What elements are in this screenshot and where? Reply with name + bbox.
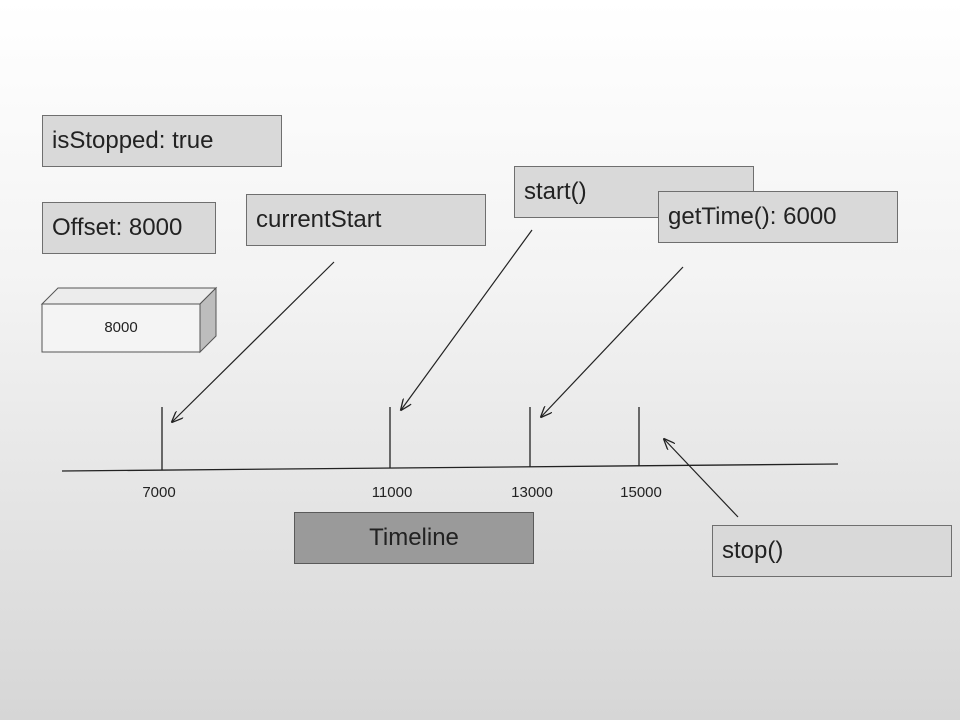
offset-box: Offset: 8000 — [42, 202, 216, 254]
tick-label-7000: 7000 — [142, 484, 176, 501]
arrow-current-start — [172, 261, 335, 422]
tick-label-13000: 13000 — [511, 484, 553, 501]
arrow-start — [401, 229, 533, 410]
timeline-axis — [61, 463, 839, 472]
stop-box: stop() — [712, 525, 952, 577]
tick-label-15000: 15000 — [620, 484, 662, 501]
tick-label-11000: 11000 — [371, 484, 413, 501]
timeline-box: Timeline — [294, 512, 534, 564]
offset-cube — [40, 286, 218, 354]
current-start-box: currentStart — [246, 194, 486, 246]
is-stopped-box: isStopped: true — [42, 115, 282, 167]
cube-value-label: 8000 — [104, 319, 138, 336]
arrow-stop — [664, 439, 739, 518]
arrow-get-time — [541, 266, 684, 417]
get-time-box: getTime(): 6000 — [658, 191, 898, 243]
